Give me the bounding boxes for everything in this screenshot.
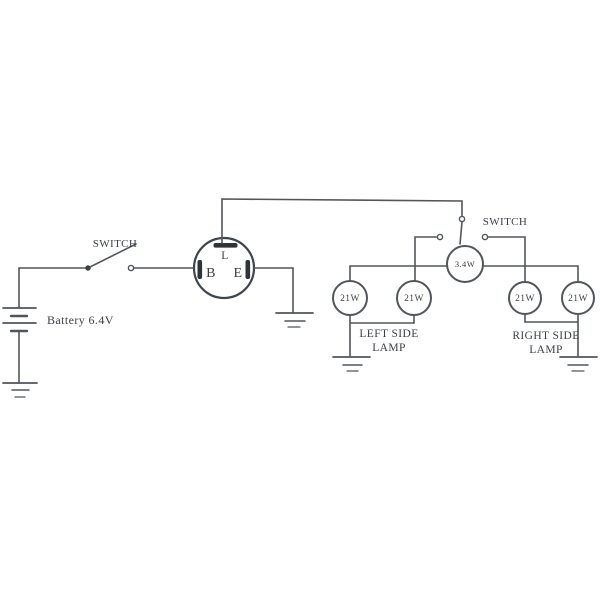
- lamp-label: 21W: [340, 294, 360, 304]
- switch-blade: [459, 221, 463, 245]
- relay-terminal-e-label: E: [234, 266, 243, 281]
- lamp-symbol: 21W: [508, 281, 542, 315]
- ground-symbol-right-lamps: [559, 356, 598, 372]
- ground-symbol-relay: [275, 312, 314, 328]
- right-group-label-line1: RIGHT SIDE: [512, 330, 579, 342]
- lamp-label: 21W: [404, 294, 424, 304]
- wire-segment: [253, 267, 294, 314]
- pilot-lamp-body: [446, 245, 484, 283]
- wire-segment: [221, 198, 463, 244]
- left-switch-label: SWITCH: [93, 238, 138, 250]
- switch-contact: [458, 215, 466, 223]
- right-group-label-line2: LAMP: [529, 344, 563, 356]
- lamp-label: 21W: [568, 294, 588, 304]
- battery-label: Battery 6.4V: [47, 313, 114, 327]
- relay-symbol: L B E: [192, 236, 256, 300]
- switch-contact: [436, 233, 444, 241]
- right-switch-label: SWITCH: [483, 216, 528, 228]
- pilot-lamp-symbol: 3.4W: [446, 245, 484, 283]
- relay-terminal-b: [197, 260, 203, 279]
- lamp-symbol: 21W: [396, 280, 432, 316]
- left-group-label-line1: LEFT SIDE: [359, 328, 418, 340]
- battery-symbol: [2, 267, 37, 384]
- right-switch-symbol: [436, 215, 489, 245]
- switch-contact: [127, 264, 135, 272]
- wire-segment: [414, 236, 438, 282]
- switch-contact: [85, 265, 91, 271]
- relay-terminal-e: [245, 260, 251, 279]
- pilot-lamp-label: 3.4W: [455, 259, 475, 269]
- lamp-symbol: 21W: [561, 281, 595, 315]
- relay-terminal-l: [213, 243, 238, 248]
- wire-segment: [487, 236, 526, 283]
- relay-terminal-b-label: B: [206, 266, 216, 281]
- relay-terminal-l-label: L: [221, 250, 228, 262]
- lamp-symbol: 21W: [332, 280, 368, 316]
- left-group-label-line2: LAMP: [372, 342, 406, 354]
- wire-segment: [482, 265, 579, 283]
- left-switch-symbol: [85, 243, 137, 272]
- lamp-label: 21W: [515, 294, 535, 304]
- switch-contact: [481, 233, 489, 241]
- ground-symbol-battery: [2, 382, 38, 398]
- switch-blade: [87, 243, 137, 269]
- ground-symbol-left-lamps: [332, 356, 371, 372]
